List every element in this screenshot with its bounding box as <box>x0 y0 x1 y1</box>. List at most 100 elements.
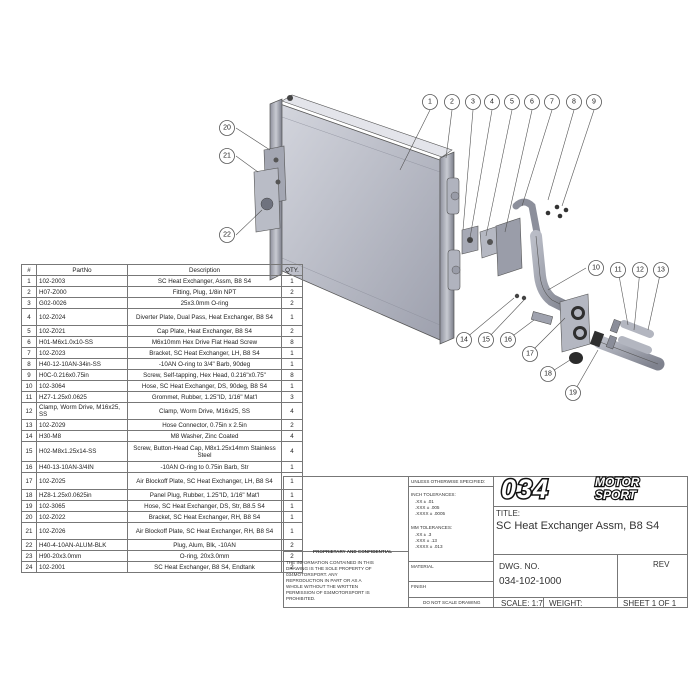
proprietary-line-3: 034MOTORSPORT. ANY <box>286 572 338 577</box>
bom-item-number: 12 <box>21 402 37 420</box>
svg-text:21: 21 <box>223 153 231 160</box>
callout-18: 18 <box>540 366 556 382</box>
svg-text:16: 16 <box>504 337 512 344</box>
finish-label: FINISH <box>411 584 427 589</box>
bom-item-number: 20 <box>21 511 37 523</box>
svg-text:20: 20 <box>223 125 231 132</box>
bom-part-number: H0C-0.216x0.75in <box>36 369 128 381</box>
screws <box>545 204 569 219</box>
svg-text:13: 13 <box>657 267 665 274</box>
bom-part-number: H01-M6x1.0x10-SS <box>36 336 128 348</box>
bom-part-number: Clamp, Worm Drive, M16x25, SS <box>36 402 128 420</box>
leader-lines <box>235 109 662 393</box>
sheet-label: SHEET 1 OF 1 <box>623 599 677 608</box>
svg-text:7: 7 <box>550 99 554 106</box>
title-label: TITLE: <box>496 509 521 518</box>
svg-text:17: 17 <box>526 351 534 358</box>
bom-description: -10AN O-ring to 3/4" Barb, 90deg <box>127 358 282 370</box>
inch-tolerances-label: INCH TOLERANCES: <box>411 492 456 497</box>
callout-4: 4 <box>484 94 500 110</box>
bom-description: Bracket, SC Heat Exchanger, RH, B8 S4 <box>127 511 282 523</box>
proprietary-line-4: REPRODUCTION IN PART OR AS A <box>286 578 362 583</box>
bom-part-number: 102-Z023 <box>36 347 128 359</box>
bom-description: Cap Plate, Heat Exchanger, B8 S4 <box>127 325 282 337</box>
bom-item-number: 2 <box>21 286 37 298</box>
bom-description: 25x3.0mm O-ring <box>127 297 282 309</box>
bom-description: Grommet, Rubber, 1.25"ID, 1/16" Mat'l <box>127 391 282 403</box>
bom-item-number: 10 <box>21 380 37 392</box>
bom-header-description: Description <box>127 264 282 276</box>
svg-text:8: 8 <box>572 99 576 106</box>
right-end-tank <box>439 151 461 345</box>
bom-description: Screw, Self-tapping, Hex Head, 0.216"x0.… <box>127 369 282 381</box>
bom-item-number: 7 <box>21 347 37 359</box>
bom-item-number: 1 <box>21 275 37 287</box>
bom-quantity: 4 <box>281 402 303 420</box>
bom-item-number: 8 <box>21 358 37 370</box>
bom-quantity: 2 <box>281 561 303 573</box>
bom-part-number: H40-12-10AN-34in-SS <box>36 358 128 370</box>
bom-description: -10AN O-ring to 0.75in Barb, Str <box>127 461 282 473</box>
svg-text:14: 14 <box>460 337 468 344</box>
bom-quantity: 2 <box>281 297 303 309</box>
bom-part-number: 102-Z025 <box>36 472 128 490</box>
svg-text:15: 15 <box>482 337 490 344</box>
material-label: MATERIAL <box>411 564 434 569</box>
svg-text:10: 10 <box>592 265 600 272</box>
proprietary-heading: PROPRIETARY AND CONFIDENTIAL <box>313 549 393 554</box>
bom-description: Clamp, Worm Drive, M16x25, SS <box>127 402 282 420</box>
weight-label: WEIGHT: <box>549 599 583 608</box>
callout-16: 16 <box>500 332 516 348</box>
drawing-number: 034-102-1000 <box>499 576 562 587</box>
callout-6: 6 <box>524 94 540 110</box>
bom-part-number: H40-4-10AN-ALUM-BLK <box>36 539 128 551</box>
mm-tolerances-label: MM TOLERANCES: <box>411 525 453 530</box>
bom-item-number: 13 <box>21 419 37 431</box>
svg-text:MOTOR: MOTOR <box>595 475 640 489</box>
bom-quantity: 4 <box>281 441 303 462</box>
callout-13: 13 <box>653 262 669 278</box>
svg-text:5: 5 <box>510 99 514 106</box>
drawing-title: SC Heat Exchanger Assm, B8 S4 <box>496 520 660 532</box>
callout-10: 10 <box>588 260 604 276</box>
mm-tolerance-1: .XX ± .3 <box>415 532 432 537</box>
bom-part-number: H30-M8 <box>36 430 128 442</box>
bom-item-number: 11 <box>21 391 37 403</box>
bom-header-partno: PartNo <box>36 264 128 276</box>
unless-specified-label: UNLESS OTHERWISE SPECIFIED: <box>411 479 486 484</box>
bom-item-number: 9 <box>21 369 37 381</box>
bom-description: O-ring, 20x3.0mm <box>127 550 282 562</box>
bom-description: Bracket, SC Heat Exchanger, LH, B8 S4 <box>127 347 282 359</box>
bom-part-number: H07-Z000 <box>36 286 128 298</box>
heat-exchanger-core <box>279 94 453 341</box>
mm-tolerance-3: .XXXX ± .013 <box>415 544 443 549</box>
callout-9: 9 <box>586 94 602 110</box>
bom-quantity: 4 <box>281 430 303 442</box>
svg-text:4: 4 <box>490 99 494 106</box>
callout-3: 3 <box>465 94 481 110</box>
bom-quantity: 8 <box>281 369 303 381</box>
bom-item-number: 16 <box>21 461 37 473</box>
bom-quantity: 1 <box>281 358 303 370</box>
bom-header-row: # PartNo Description QTY. <box>21 264 303 276</box>
svg-text:11: 11 <box>614 267 621 274</box>
bom-item-number: 24 <box>21 561 37 573</box>
bom-part-number: 102-2003 <box>36 275 128 287</box>
bom-description: Plug, Alum, Blk, -10AN <box>127 539 282 551</box>
bom-item-number: 3 <box>21 297 37 309</box>
callout-5: 5 <box>504 94 520 110</box>
bom-part-number: HZ7-1.25x0.0625 <box>36 391 128 403</box>
bom-description: Panel Plug, Rubber, 1.25"ID, 1/16" Mat'l <box>127 489 282 501</box>
bom-item-number: 14 <box>21 430 37 442</box>
bom-item-number: 23 <box>21 550 37 562</box>
